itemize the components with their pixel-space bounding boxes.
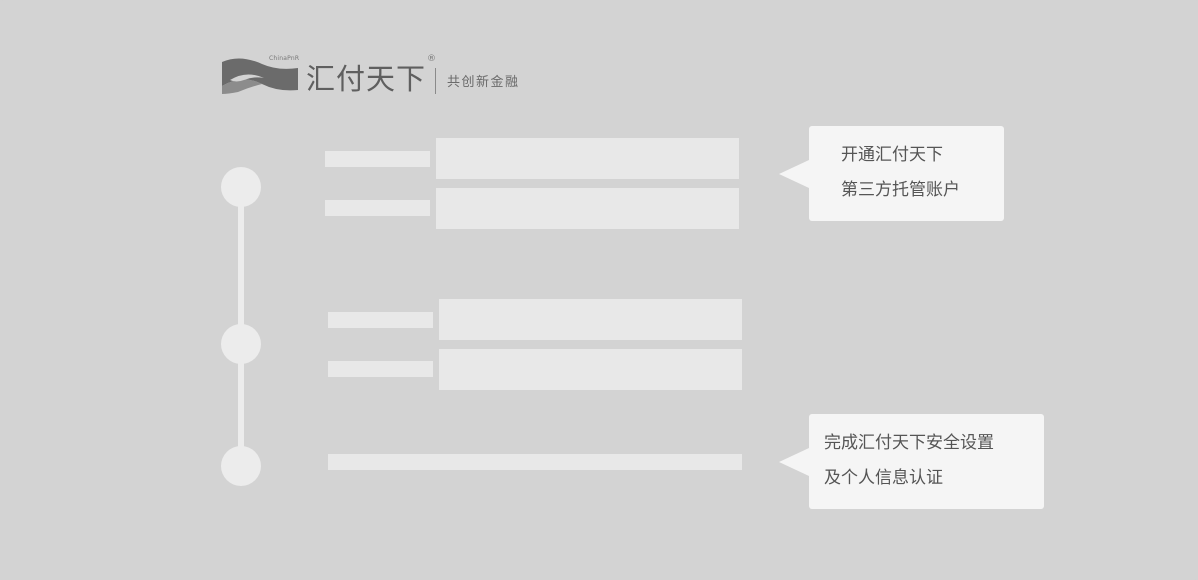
step-2-label-placeholder: [328, 361, 433, 377]
logo-divider: [435, 68, 436, 94]
step-1-input-placeholder: [436, 188, 739, 229]
logo-slogan: 共创新金融: [447, 75, 520, 90]
logo-subtext: ChinaPnR: [269, 55, 300, 62]
step-1-tooltip: 开通汇付天下 第三方托管账户: [779, 126, 1004, 221]
step-2-marker: [221, 324, 261, 364]
step-1-label-placeholder: [325, 200, 430, 216]
brand-logo: ChinaPnR 汇付天下 ® 共创新金融: [220, 52, 540, 100]
step-2-input-placeholder: [439, 349, 742, 390]
step-2-input-placeholder: [439, 299, 742, 340]
step-3-tooltip: 完成汇付天下安全设置 及个人信息认证: [779, 414, 1044, 509]
step-1-input-placeholder: [436, 138, 739, 179]
tooltip-text: 第三方托管账户: [841, 180, 960, 200]
tooltip-text: 完成汇付天下安全设置: [824, 433, 994, 453]
step-1-label-placeholder: [325, 151, 430, 167]
step-2-label-placeholder: [328, 312, 433, 328]
step-3-placeholder: [328, 454, 742, 470]
logo-name: 汇付天下: [306, 62, 427, 96]
registered-mark: ®: [427, 54, 436, 64]
tooltip-text: 及个人信息认证: [824, 468, 943, 488]
tooltip-text: 开通汇付天下: [841, 145, 943, 165]
chinapnr-logo-icon: [222, 58, 298, 94]
step-3-marker: [221, 446, 261, 486]
step-1-marker: [221, 167, 261, 207]
